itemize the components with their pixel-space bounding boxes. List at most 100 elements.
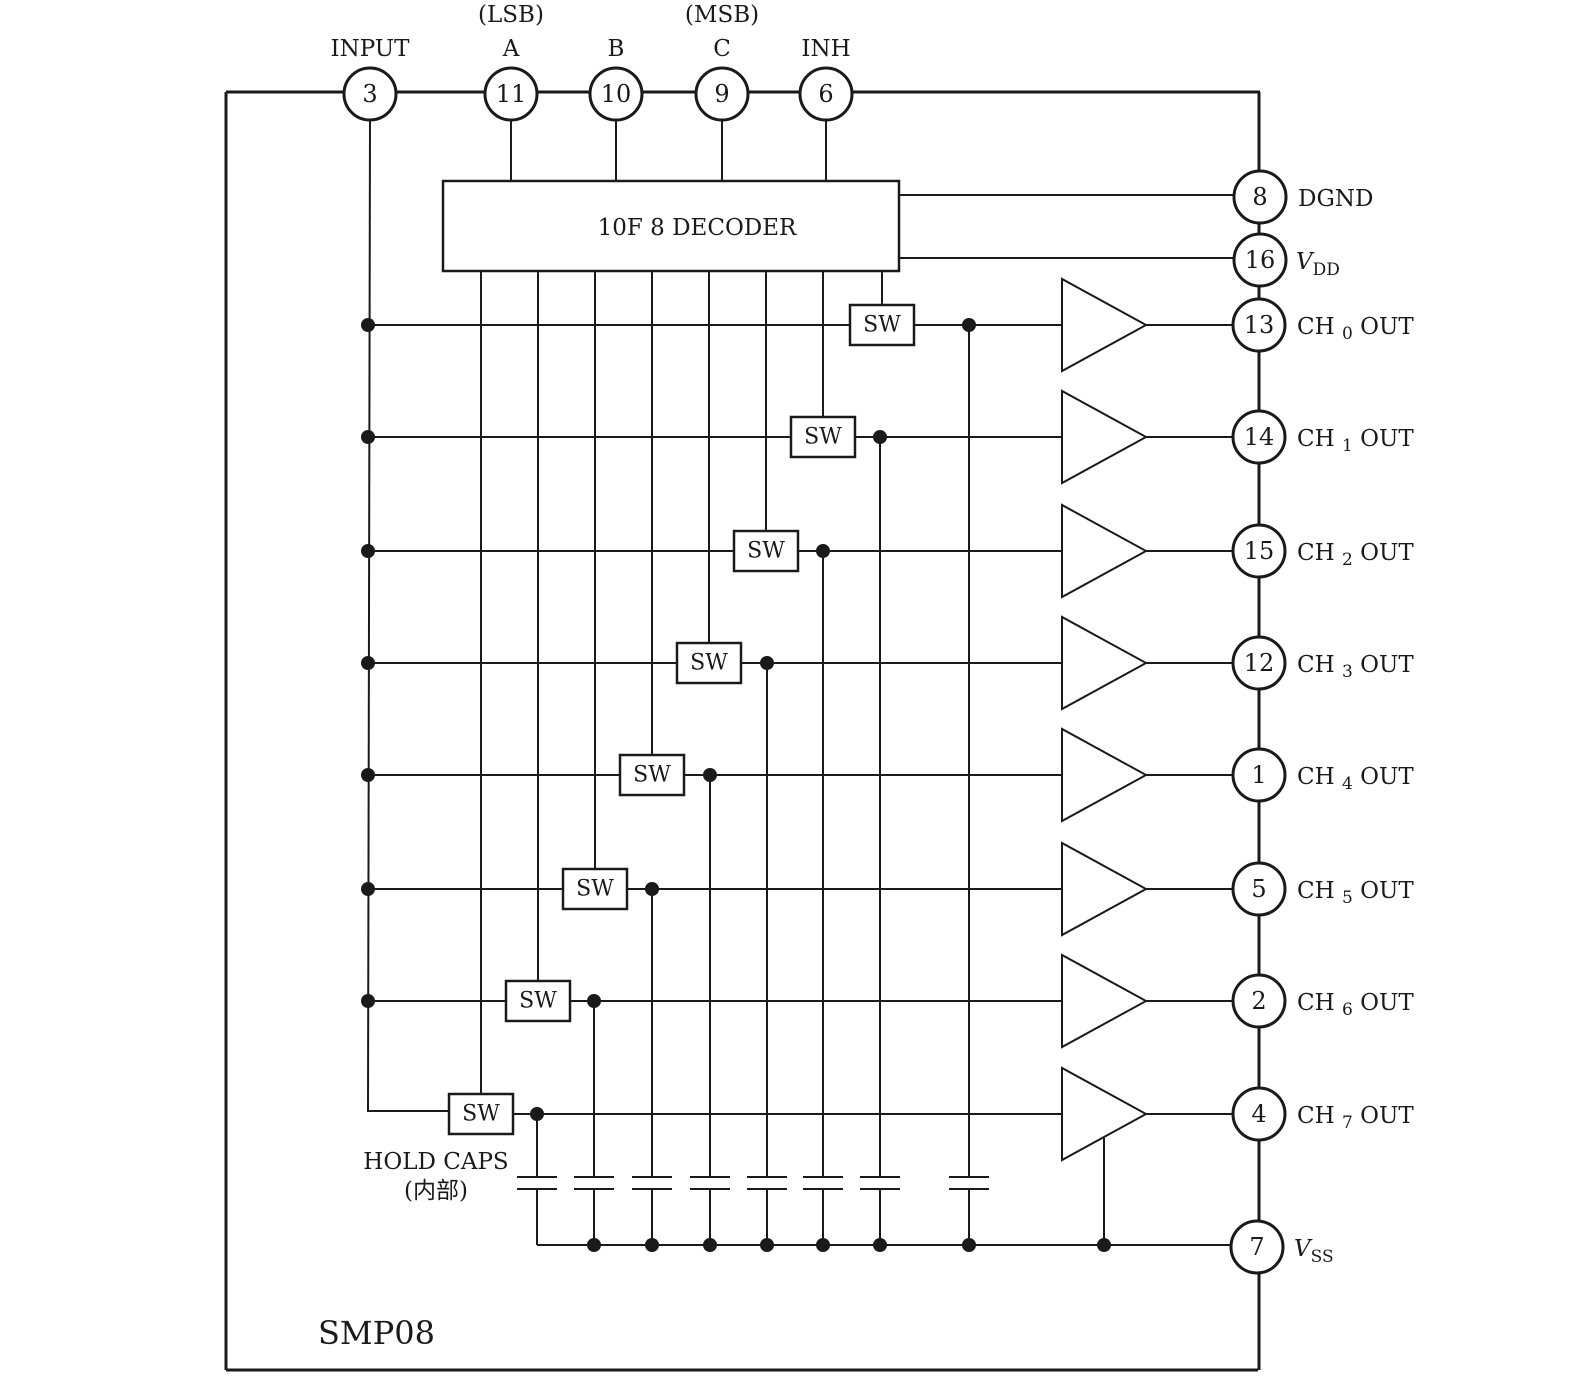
pin-vss xyxy=(1229,1219,1285,1275)
output-buffer-amp xyxy=(1061,389,1149,485)
output-pin xyxy=(1231,1086,1287,1142)
decoder-block xyxy=(441,179,901,273)
output-pin-label: CH 3 OUT xyxy=(1297,652,1414,682)
pin-b-label: B xyxy=(608,36,625,62)
hold-caps-note: (内部) xyxy=(404,1178,468,1204)
switch-label: SW xyxy=(690,651,728,676)
output-pin-label: CH 5 OUT xyxy=(1297,878,1414,908)
hold-node-dot xyxy=(816,544,830,558)
input-junction-dot xyxy=(361,882,375,896)
sample-switch xyxy=(504,979,572,1023)
input-junction-dot xyxy=(361,768,375,782)
output-pin xyxy=(1231,523,1287,579)
output-buffer-amp xyxy=(1061,953,1149,1049)
sample-switch xyxy=(789,415,857,459)
pin-inh-label: INH xyxy=(801,36,850,62)
hold-node-dot xyxy=(645,882,659,896)
switch-label: SW xyxy=(804,425,842,450)
input-junction-dot xyxy=(361,318,375,332)
switch-label: SW xyxy=(519,989,557,1014)
sample-switch xyxy=(447,1092,515,1136)
switch-label: SW xyxy=(462,1102,500,1127)
output-pin-number: 14 xyxy=(1244,423,1275,451)
pin-input-number: 3 xyxy=(362,80,377,108)
output-pin-label: CH 4 OUT xyxy=(1297,764,1414,794)
pin-vdd xyxy=(1232,232,1288,288)
pin-c-number: 9 xyxy=(714,80,729,108)
switch-label: SW xyxy=(633,763,671,788)
output-buffer-amp xyxy=(1061,277,1149,373)
output-pin-number: 13 xyxy=(1244,311,1275,339)
wiring xyxy=(367,119,1234,1246)
output-buffer-amp xyxy=(1061,1066,1149,1162)
pin-inh xyxy=(798,66,854,122)
switch-label: SW xyxy=(576,877,614,902)
output-pin-number: 5 xyxy=(1251,875,1266,903)
pin-input-label: INPUT xyxy=(330,36,410,62)
output-pin-number: 1 xyxy=(1251,761,1266,789)
pin-a xyxy=(483,66,539,122)
pin-c xyxy=(694,66,750,122)
output-pin-label: CH 6 OUT xyxy=(1297,990,1414,1020)
output-pin xyxy=(1231,409,1287,465)
output-pin xyxy=(1231,747,1287,803)
output-pin xyxy=(1231,861,1287,917)
pin-input xyxy=(342,66,398,122)
sample-switch xyxy=(675,641,743,685)
output-buffer-amp xyxy=(1061,503,1149,599)
hold-node-dot xyxy=(962,318,976,332)
sample-switch xyxy=(618,753,686,797)
pin-a-label: A xyxy=(502,36,520,62)
output-pin-number: 12 xyxy=(1244,649,1275,677)
vss-junction-dot xyxy=(816,1238,830,1252)
pin-vss-label: VSS xyxy=(1294,1236,1334,1267)
pin-c-sublabel: (MSB) xyxy=(685,2,759,28)
switch-label: SW xyxy=(747,539,785,564)
chip-name: SMP08 xyxy=(318,1314,435,1352)
pin-dgnd-label: DGND xyxy=(1298,186,1373,212)
output-pin-label: CH 7 OUT xyxy=(1297,1103,1414,1133)
output-pin xyxy=(1231,297,1287,353)
vss-junction-dot xyxy=(703,1238,717,1252)
output-pin xyxy=(1231,635,1287,691)
vss-junction-dot xyxy=(760,1238,774,1252)
vss-junction-dot xyxy=(962,1238,976,1252)
decoder-label: 10F 8 DECODER xyxy=(598,215,797,241)
pin-vdd-label: VDD xyxy=(1296,249,1340,280)
sample-switch xyxy=(732,529,800,573)
pin-dgnd-number: 8 xyxy=(1252,183,1267,211)
output-pin-number: 4 xyxy=(1251,1100,1266,1128)
output-pin-label: CH 2 OUT xyxy=(1297,540,1414,570)
input-bus xyxy=(367,119,371,1112)
hold-node-dot xyxy=(703,768,717,782)
output-pin-number: 15 xyxy=(1244,537,1275,565)
pin-b-number: 10 xyxy=(601,80,632,108)
output-pin-label: CH 1 OUT xyxy=(1297,426,1414,456)
hold-caps-label: HOLD CAPS xyxy=(363,1149,508,1175)
pin-vdd-number: 16 xyxy=(1245,246,1276,274)
hold-node-dot xyxy=(873,430,887,444)
output-pin xyxy=(1231,973,1287,1029)
vss-junction-dot xyxy=(645,1238,659,1252)
pin-vss-number: 7 xyxy=(1249,1233,1264,1261)
sample-switch xyxy=(848,303,916,347)
output-buffer-amp xyxy=(1061,841,1149,937)
pin-inh-number: 6 xyxy=(818,80,833,108)
vss-junction-dot xyxy=(587,1238,601,1252)
sample-switch xyxy=(561,867,629,911)
hold-node-dot xyxy=(530,1107,544,1121)
vss-junction-dot xyxy=(1097,1238,1111,1252)
chip-outline xyxy=(224,90,1261,1372)
vss-junction-dot xyxy=(873,1238,887,1252)
input-junction-dot xyxy=(361,994,375,1008)
output-buffer-amp xyxy=(1061,727,1149,823)
pin-dgnd xyxy=(1232,169,1288,225)
output-pin-number: 2 xyxy=(1251,987,1266,1015)
output-buffer-amp xyxy=(1061,615,1149,711)
hold-node-dot xyxy=(760,656,774,670)
input-junction-dot xyxy=(361,656,375,670)
pin-b xyxy=(588,66,644,122)
pin-a-number: 11 xyxy=(496,80,527,108)
